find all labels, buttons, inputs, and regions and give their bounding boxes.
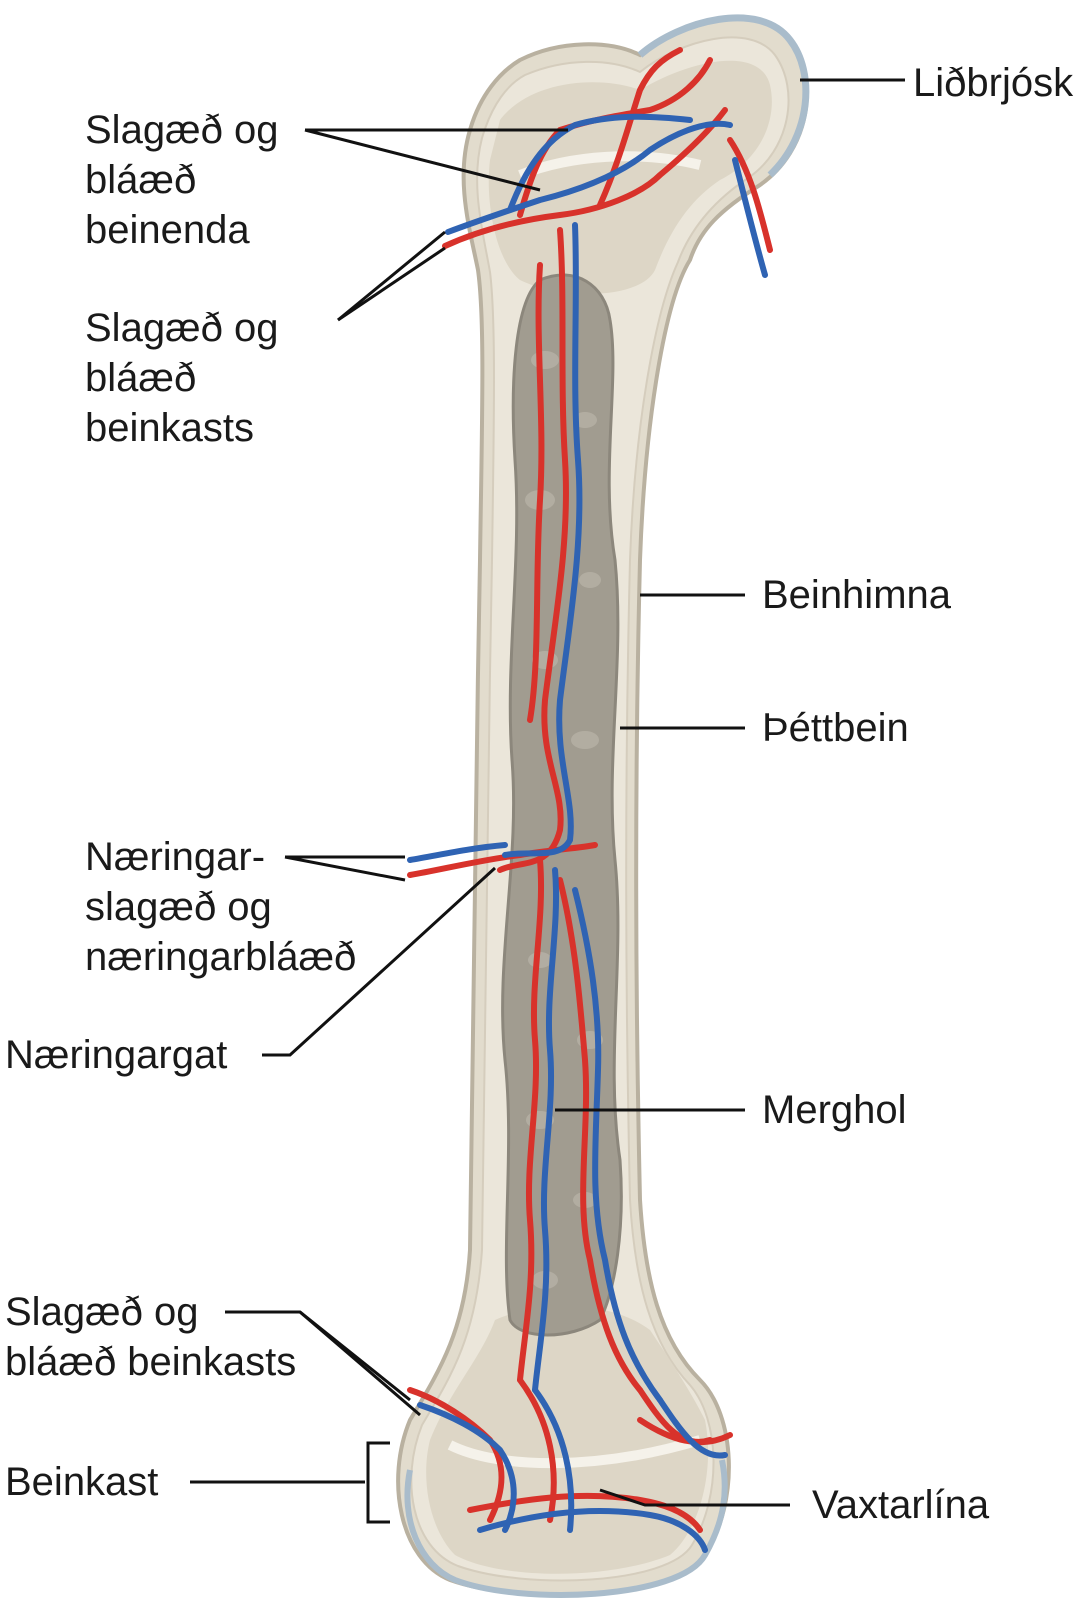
label-nutrient-foramen: Næringargat bbox=[5, 1033, 228, 1077]
growth-line bbox=[447, 1435, 702, 1469]
label-nutrient-vessels: Næringar- slagæð og næringarbláæð bbox=[85, 832, 356, 982]
label-metaphysis: Beinkast bbox=[5, 1460, 159, 1504]
label-line: beinenda bbox=[85, 208, 250, 252]
label-line: Slagæð og bbox=[5, 1290, 199, 1334]
label-line: slagæð og bbox=[85, 885, 272, 929]
label-epiphyseal-vessels: Slagæð og bláæð beinenda bbox=[85, 105, 278, 255]
articular-cartilage bbox=[637, 14, 810, 178]
label-growth-line: Vaxtarlína bbox=[812, 1483, 990, 1527]
label-articular-cartilage: Liðbrjósk bbox=[913, 61, 1074, 105]
leader-lines bbox=[190, 78, 905, 1524]
label-metaphyseal-vessels-top: Slagæð og bláæð beinkasts bbox=[85, 303, 278, 453]
label-line: Slagæð og bbox=[85, 306, 279, 350]
label-medullary-cavity: Merghol bbox=[762, 1088, 907, 1132]
label-line: bláæð bbox=[85, 158, 197, 202]
label-line: Slagæð og bbox=[85, 108, 279, 152]
label-line: næringarbláæð bbox=[85, 935, 357, 979]
label-line: beinkasts bbox=[85, 406, 254, 450]
label-metaphyseal-vessels-bottom: Slagæð og bláæð beinkasts bbox=[5, 1287, 296, 1387]
label-periosteum: Beinhimna bbox=[762, 573, 952, 617]
veins bbox=[407, 113, 768, 1553]
label-line: bláæð bbox=[85, 356, 197, 400]
label-compact-bone: Þéttbein bbox=[762, 706, 909, 750]
label-line: bláæð beinkasts bbox=[5, 1340, 297, 1384]
articular-cartilage-bottom bbox=[404, 1459, 728, 1598]
label-line: Næringar- bbox=[85, 835, 266, 879]
